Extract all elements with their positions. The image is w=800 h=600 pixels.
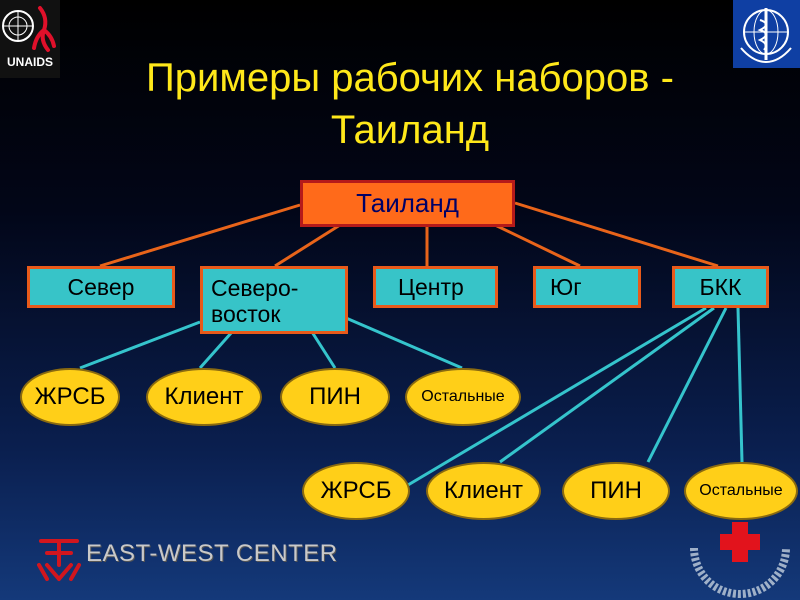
bkk-group-idu: ПИН (562, 462, 670, 520)
connector-root-north (99, 203, 301, 268)
connector-ne-client (198, 331, 234, 369)
ne-group-client: Клиент (146, 368, 262, 426)
east-west-center-emblem-icon (37, 539, 81, 581)
node-northeast: Северо- восток (200, 266, 348, 334)
connector-bkk-idu (646, 307, 728, 463)
node-north-label: Север (67, 273, 135, 300)
unaids-logo: UNAIDS (0, 0, 60, 78)
bkk-group-fsw: ЖРСБ (302, 462, 410, 520)
ne-group-fsw: ЖРСБ (20, 368, 120, 426)
bkk-group-fsw-label: ЖРСБ (320, 477, 392, 504)
bkk-group-client: Клиент (426, 462, 541, 520)
node-bkk-label: БКК (699, 273, 742, 300)
east-west-center-wordmark: EAST-WEST CENTER (86, 540, 338, 567)
bkk-group-client-label: Клиент (444, 477, 523, 504)
bkk-group-others-label: Остальные (699, 482, 783, 499)
red-cross-icon (690, 522, 790, 598)
connector-bkk-client (499, 306, 715, 464)
connector-bkk-fsw (407, 306, 707, 487)
node-south-label: Юг (550, 273, 582, 300)
node-thailand: Таиланд (300, 180, 515, 227)
connector-ne-idu (310, 331, 337, 369)
ne-group-idu-label: ПИН (309, 383, 361, 410)
ne-group-others-label: Остальные (421, 388, 505, 405)
ne-group-others: Остальные (405, 368, 521, 426)
connector-root-bkk (514, 201, 719, 268)
connector-bkk-others (736, 307, 744, 463)
node-bkk: БКК (672, 266, 769, 308)
who-emblem-icon (740, 8, 792, 64)
node-center: Центр (373, 266, 498, 308)
node-south: Юг (533, 266, 641, 308)
connector-ne-others (345, 316, 463, 370)
bkk-group-idu-label: ПИН (590, 477, 642, 504)
slide-title: Примеры рабочих наборов - Таиланд (60, 52, 760, 156)
ne-group-fsw-label: ЖРСБ (34, 383, 106, 410)
slide-title-text: Примеры рабочих наборов - Таиланд (146, 56, 674, 152)
connector-root-northeast (274, 223, 341, 268)
node-north: Север (27, 266, 175, 308)
un-emblem-icon (2, 6, 56, 52)
node-thailand-label: Таиланд (356, 188, 459, 218)
bkk-group-others: Остальные (684, 462, 798, 520)
node-northeast-label: Северо- восток (211, 275, 299, 327)
connector-root-south (494, 223, 581, 268)
ne-group-idu: ПИН (280, 368, 390, 426)
ne-group-client-label: Клиент (164, 383, 244, 410)
connector-ne-fsw (79, 320, 201, 370)
who-logo (733, 0, 800, 68)
node-center-label: Центр (398, 273, 464, 300)
unaids-wordmark: UNAIDS (6, 55, 53, 69)
